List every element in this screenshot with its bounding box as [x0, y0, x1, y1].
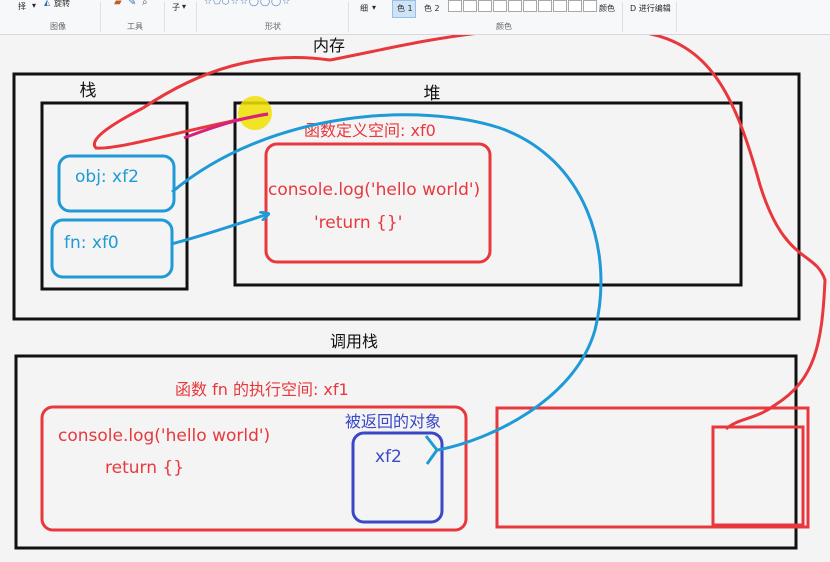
palette-swatch[interactable]: [508, 0, 522, 12]
ribbon-separator: [676, 2, 677, 32]
select-dropdown-icon[interactable]: ▾: [32, 1, 37, 10]
rotate-icon[interactable]: ◭: [44, 0, 51, 7]
color-picker-icon[interactable]: ✎: [128, 0, 137, 8]
edit-colors-button[interactable]: 颜色: [599, 4, 615, 13]
heap-title: 堆: [424, 84, 441, 104]
group-label-tools: 工具: [127, 22, 143, 31]
ribbon-toolbar: 择 ▾ ◭ 旋转 图像 ▰ ✎ ⌕ 工具 子 ▾ ☆⬠⬡☆☆◯◯◯☆ 形状 细 …: [0, 0, 830, 35]
obj-pointer-arrow: [171, 113, 603, 452]
obj-variable-label: obj: xf2: [75, 167, 139, 187]
ribbon-separator: [622, 2, 623, 32]
palette-swatch[interactable]: [478, 0, 492, 12]
exec-space-label: 函数 fn 的执行空间: xf1: [175, 380, 349, 399]
returned-object-addr: xf2: [375, 447, 402, 467]
palette-swatch[interactable]: [523, 0, 537, 12]
palette-swatch[interactable]: [553, 0, 567, 12]
color1-label: 色 1: [397, 4, 413, 13]
size-button[interactable]: 细: [360, 4, 368, 13]
obj-variable-box: [57, 154, 176, 213]
brushes-button[interactable]: 子: [172, 3, 180, 12]
annotation-stroke-tip: [183, 112, 269, 140]
size-dropdown-icon[interactable]: ▾: [372, 3, 377, 12]
select-button[interactable]: 择: [18, 2, 26, 11]
memory-box: [12, 72, 801, 321]
annotation-stroke-main: [142, 35, 827, 431]
exec-code-line2: return {}: [105, 458, 184, 478]
group-label-image: 图像: [50, 22, 66, 31]
ribbon-separator: [348, 2, 349, 32]
edit-with-paint3d-button[interactable]: D 进行编辑: [630, 4, 671, 13]
palette-swatch[interactable]: [493, 0, 507, 12]
palette-swatch[interactable]: [448, 0, 462, 12]
annotation-stroke-loop: [92, 106, 269, 150]
ribbon-separator: [100, 2, 101, 32]
brushes-dropdown-icon[interactable]: ▾: [182, 2, 187, 11]
stack-box: [40, 101, 189, 291]
fn-pointer-arrow: [170, 214, 268, 246]
fn-variable-box: [50, 218, 174, 279]
highlight-dot: [238, 96, 272, 130]
func-def-box: [264, 142, 492, 264]
memory-title: 内存: [313, 36, 345, 55]
color1-slot[interactable]: [392, 0, 416, 18]
fn-variable-label: fn: xf0: [64, 233, 119, 253]
returned-object-label: 被返回的对象: [345, 412, 441, 431]
drawing-canvas[interactable]: 内存 栈 堆 obj: xf2 fn: xf0 函数定义空间: xf0 cons…: [0, 35, 830, 562]
func-def-space-label: 函数定义空间: xf0: [304, 121, 436, 140]
group-label-shapes: 形状: [265, 22, 281, 31]
exec-space-box: [40, 405, 468, 532]
blank-rect-inner: [711, 425, 805, 527]
shapes-gallery-icon[interactable]: ☆⬠⬡☆☆◯◯◯☆: [204, 0, 292, 7]
eraser-icon[interactable]: ▰: [114, 0, 122, 8]
palette-swatch[interactable]: [568, 0, 582, 12]
returned-object-box: [351, 431, 444, 524]
palette-swatch[interactable]: [463, 0, 477, 12]
func-code-line1: console.log('hello world'): [268, 180, 480, 200]
color2-button[interactable]: 色 2: [424, 4, 440, 13]
obj-pointer-arrowhead: [424, 435, 439, 465]
ribbon-separator: [164, 2, 165, 32]
group-label-colors: 颜色: [496, 22, 512, 31]
heap-box: [233, 101, 743, 287]
palette-swatch[interactable]: [538, 0, 552, 12]
callstack-box: [14, 354, 798, 550]
stack-title: 栈: [80, 81, 97, 101]
blank-rect-outer: [495, 406, 810, 529]
exec-code-line1: console.log('hello world'): [58, 426, 270, 446]
callstack-title: 调用栈: [330, 332, 378, 351]
ribbon-separator: [196, 2, 197, 32]
rotate-button[interactable]: 旋转: [54, 0, 70, 8]
palette-swatch[interactable]: [583, 0, 597, 12]
func-code-line2: 'return {}': [314, 213, 402, 233]
magnifier-icon[interactable]: ⌕: [142, 0, 148, 8]
